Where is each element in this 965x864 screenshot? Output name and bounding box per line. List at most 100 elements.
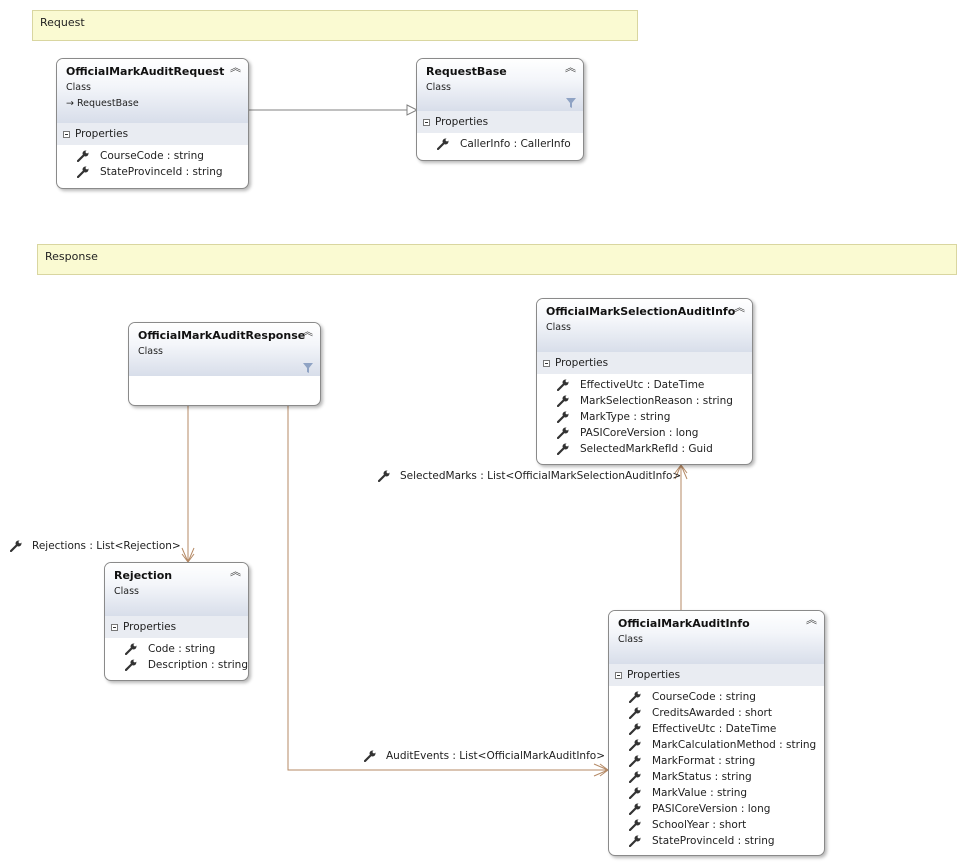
double-chevron-up-icon[interactable]: ︽ [230, 565, 241, 578]
rejections-connector [181, 406, 195, 564]
class-stereotype: Class [426, 82, 451, 93]
property-text: EffectiveUtc : DateTime [652, 723, 777, 735]
property-item[interactable]: MarkStatus : string [629, 769, 824, 785]
property-item[interactable]: CourseCode : string [629, 689, 824, 705]
class-official-mark-audit-request[interactable]: OfficialMarkAuditRequest Class → Request… [56, 58, 249, 189]
class-official-mark-selection-audit-info[interactable]: OfficialMarkSelectionAuditInfo Class ︽ P… [536, 298, 753, 465]
property-item[interactable]: Description : string [125, 657, 248, 673]
wrench-icon [378, 470, 390, 482]
request-note-text: Request [40, 16, 85, 29]
wrench-icon [629, 771, 641, 783]
class-official-mark-audit-response[interactable]: OfficialMarkAuditResponse Class ︽ [128, 322, 321, 406]
class-rejection[interactable]: Rejection Class ︽ Properties Code : stri… [104, 562, 249, 681]
property-item[interactable]: Code : string [125, 641, 248, 657]
class-stereotype: Class [114, 586, 139, 597]
property-text: CourseCode : string [100, 150, 204, 162]
property-item[interactable]: MarkValue : string [629, 785, 824, 801]
properties-section-header[interactable]: Properties [105, 616, 248, 638]
section-label: Properties [123, 621, 177, 633]
class-request-base[interactable]: RequestBase Class ︽ Properties CallerInf… [416, 58, 584, 161]
property-item[interactable]: CourseCode : string [77, 148, 248, 164]
rejections-association-label[interactable]: Rejections : List<Rejection> [10, 540, 181, 552]
property-item[interactable]: MarkSelectionReason : string [557, 393, 752, 409]
request-note[interactable]: Request [32, 10, 638, 41]
wrench-icon [629, 787, 641, 799]
property-item[interactable]: EffectiveUtc : DateTime [557, 377, 752, 393]
wrench-icon [629, 707, 641, 719]
property-list: EffectiveUtc : DateTime MarkSelectionRea… [537, 374, 752, 462]
response-note-text: Response [45, 250, 98, 263]
base-class-name: RequestBase [76, 98, 139, 109]
wrench-icon [629, 739, 641, 751]
double-chevron-up-icon[interactable]: ︽ [806, 613, 817, 626]
wrench-icon [629, 723, 641, 735]
audit-events-association-label[interactable]: AuditEvents : List<OfficialMarkAuditInfo… [364, 750, 605, 762]
property-item[interactable]: PASICoreVersion : long [629, 801, 824, 817]
class-header: OfficialMarkAuditResponse Class ︽ [129, 323, 320, 376]
double-chevron-up-icon[interactable]: ︽ [230, 61, 241, 74]
minus-box-icon[interactable] [63, 130, 70, 138]
property-item[interactable]: EffectiveUtc : DateTime [629, 721, 824, 737]
section-label: Properties [435, 116, 489, 128]
property-text: CourseCode : string [652, 691, 756, 703]
double-chevron-up-icon[interactable]: ︽ [302, 325, 313, 338]
property-text: MarkCalculationMethod : string [652, 739, 817, 751]
property-item[interactable]: MarkFormat : string [629, 753, 824, 769]
property-text: MarkStatus : string [652, 771, 752, 783]
property-item[interactable]: SelectedMarkRefId : Guid [557, 441, 752, 457]
property-list: CallerInfo : CallerInfo [417, 133, 583, 157]
property-item[interactable]: MarkCalculationMethod : string [629, 737, 824, 753]
properties-section-header[interactable]: Properties [537, 352, 752, 374]
section-label: Properties [627, 669, 681, 681]
wrench-icon [364, 750, 376, 762]
class-name: OfficialMarkAuditResponse [138, 329, 306, 342]
minus-box-icon[interactable] [111, 623, 118, 631]
minus-box-icon[interactable] [423, 118, 430, 126]
wrench-icon [77, 150, 89, 162]
property-text: PASICoreVersion : long [652, 803, 771, 815]
filter-icon[interactable] [303, 363, 313, 373]
wrench-icon [629, 691, 641, 703]
class-header: Rejection Class ︽ [105, 563, 248, 616]
wrench-icon [557, 443, 569, 455]
selected-marks-connector [674, 463, 688, 610]
property-item[interactable]: SchoolYear : short [629, 817, 824, 833]
wrench-icon [557, 427, 569, 439]
property-item[interactable]: CallerInfo : CallerInfo [437, 136, 583, 152]
property-item[interactable]: MarkType : string [557, 409, 752, 425]
class-name: OfficialMarkAuditInfo [618, 617, 750, 630]
selected-marks-association-label[interactable]: SelectedMarks : List<OfficialMarkSelecti… [378, 470, 681, 482]
inheritance-connector [248, 104, 419, 116]
property-item[interactable]: CreditsAwarded : short [629, 705, 824, 721]
wrench-icon [10, 540, 22, 552]
section-label: Properties [75, 128, 129, 140]
property-text: SchoolYear : short [652, 819, 747, 831]
minus-box-icon[interactable] [615, 671, 622, 679]
double-chevron-up-icon[interactable]: ︽ [734, 301, 745, 314]
property-text: SelectedMarkRefId : Guid [580, 443, 713, 455]
property-text: StateProvinceId : string [100, 166, 223, 178]
section-label: Properties [555, 357, 609, 369]
wrench-icon [629, 819, 641, 831]
property-item[interactable]: StateProvinceId : string [629, 833, 824, 849]
base-class-reference: → RequestBase [66, 98, 239, 109]
response-note[interactable]: Response [37, 244, 957, 275]
property-item[interactable]: StateProvinceId : string [77, 164, 248, 180]
property-text: CreditsAwarded : short [652, 707, 772, 719]
class-official-mark-audit-info[interactable]: OfficialMarkAuditInfo Class ︽ Properties… [608, 610, 825, 856]
property-text: MarkSelectionReason : string [580, 395, 733, 407]
association-text: AuditEvents : List<OfficialMarkAuditInfo… [386, 750, 606, 762]
wrench-icon [125, 643, 137, 655]
filter-icon[interactable] [566, 98, 576, 108]
properties-section-header[interactable]: Properties [57, 123, 248, 145]
property-item[interactable]: PASICoreVersion : long [557, 425, 752, 441]
class-header: OfficialMarkAuditRequest Class → Request… [57, 59, 248, 123]
wrench-icon [557, 395, 569, 407]
association-text: Rejections : List<Rejection> [32, 540, 181, 552]
property-text: Description : string [147, 659, 248, 671]
minus-box-icon[interactable] [543, 359, 550, 367]
double-chevron-up-icon[interactable]: ︽ [565, 61, 576, 74]
properties-section-header[interactable]: Properties [417, 111, 583, 133]
properties-section-header[interactable]: Properties [609, 664, 824, 686]
